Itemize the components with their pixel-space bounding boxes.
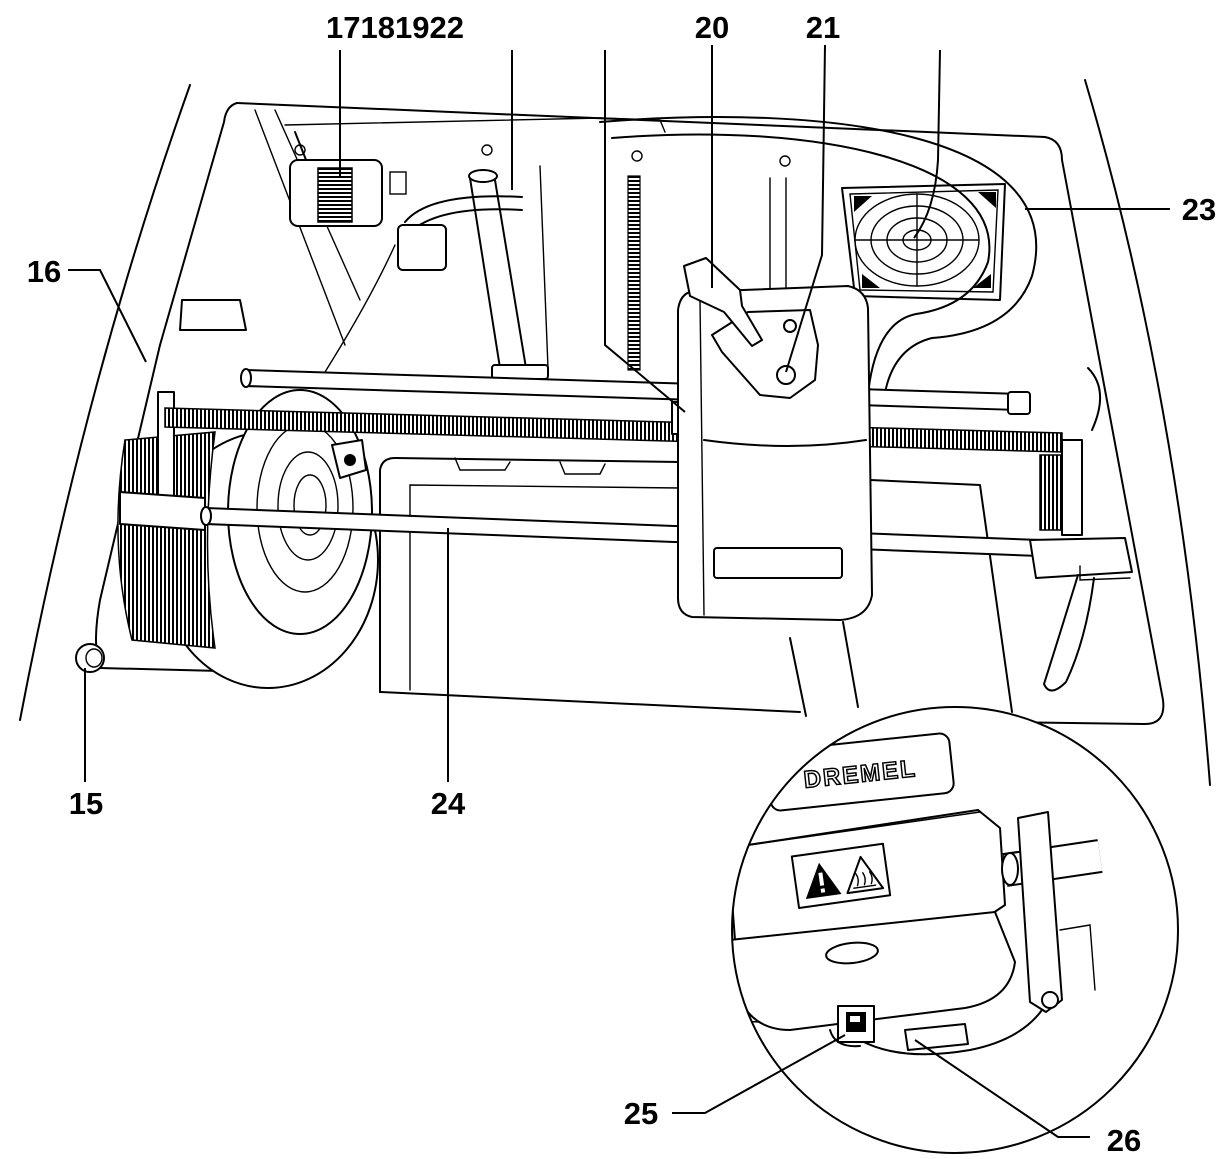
leader-lines: [68, 44, 1170, 1138]
callout-16: 16: [27, 254, 61, 289]
zoom-detail: DREMEL: [731, 706, 1179, 1154]
right-motor: [1039, 439, 1083, 536]
extruder: [671, 257, 873, 621]
callout-labels: 17181922 20 21 16 23 15 24 25 26: [27, 10, 1216, 1158]
right-rod-holder: [1029, 537, 1133, 581]
outer-housing: [19, 79, 1211, 786]
callout-21: 21: [806, 10, 840, 45]
build-plate: [379, 457, 1013, 713]
screw-upper: [783, 319, 797, 333]
callout-24: 24: [431, 786, 466, 821]
filament-tube: [599, 116, 1038, 399]
filament-latch: [683, 257, 763, 347]
callout-26: 26: [1107, 1123, 1141, 1158]
fan-grille: [841, 183, 1006, 301]
callout-17181922: 17181922: [326, 10, 464, 45]
left-rod-holder: [119, 299, 247, 531]
screw-lower: [776, 365, 796, 385]
cable-clip: [324, 171, 523, 373]
extruder-slot: [713, 547, 843, 579]
x-rod-back: [240, 368, 1031, 415]
callout-25: 25: [624, 1096, 658, 1131]
right-cable: [1043, 367, 1102, 692]
z-guide-rod: [468, 165, 549, 380]
warning-icon: [805, 862, 842, 899]
stepper-motor-top: [289, 131, 383, 227]
callout-23: 23: [1182, 192, 1216, 227]
filament-spool: [117, 389, 379, 689]
callout-20: 20: [695, 10, 729, 45]
x-rod-front: [200, 506, 1041, 557]
zoom-connector: [789, 621, 859, 717]
knob: [75, 643, 105, 673]
callout-15: 15: [69, 786, 103, 821]
interior-frame: [95, 102, 1165, 725]
hot-surface-icon: [846, 855, 885, 895]
